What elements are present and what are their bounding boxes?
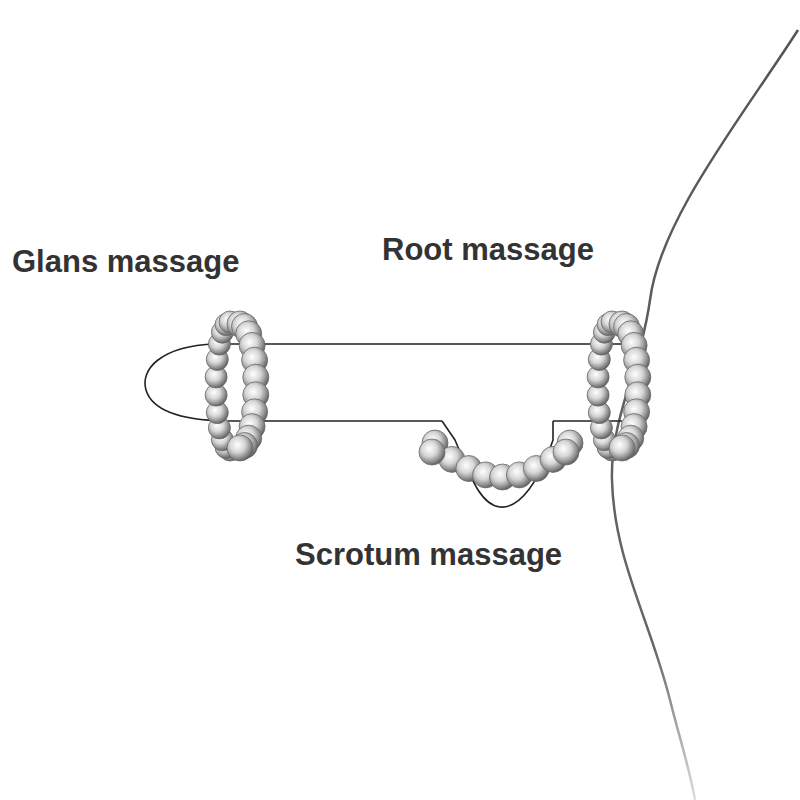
- shaft-bottom: [553, 420, 622, 422]
- bead: [609, 435, 635, 461]
- bead: [227, 435, 253, 461]
- bead: [553, 439, 579, 465]
- part-label: Glans massage: [12, 245, 239, 279]
- part-label: Root massage: [382, 233, 594, 267]
- body-outline: [612, 30, 798, 800]
- bead-rings: [205, 311, 651, 490]
- bead: [419, 439, 445, 465]
- scrotum-outline: [442, 421, 553, 507]
- shaft-top: [215, 343, 622, 345]
- part-label: Scrotum massage: [295, 538, 562, 572]
